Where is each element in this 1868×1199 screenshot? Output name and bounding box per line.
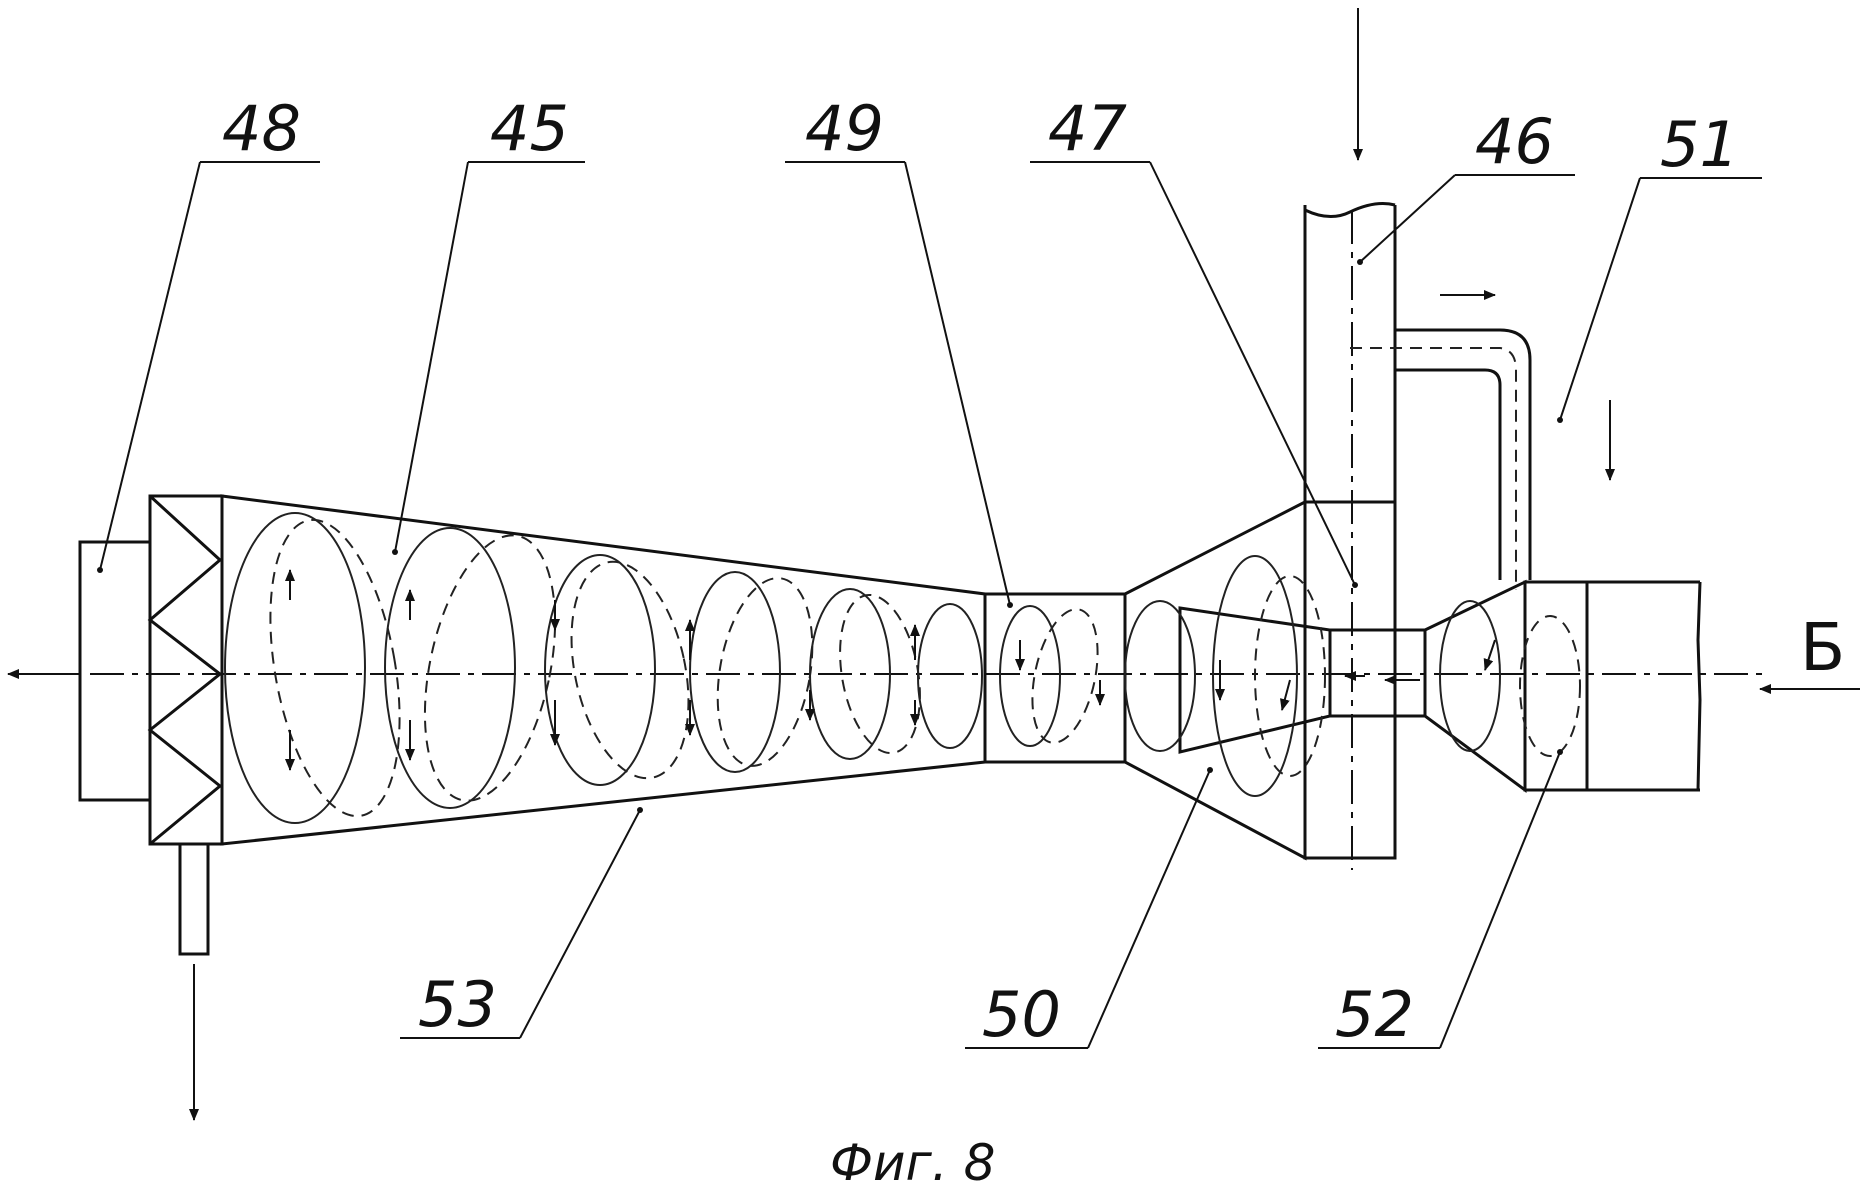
- leader-46: 46: [1357, 105, 1575, 265]
- label-48: 48: [222, 92, 301, 165]
- vortex-flow-lines: [224, 512, 1581, 824]
- leader-45: 45: [392, 92, 585, 555]
- flow-direction-arrows: [285, 569, 1496, 771]
- label-49: 49: [805, 92, 884, 165]
- label-52: 52: [1335, 978, 1414, 1051]
- drain-pipe: [178, 842, 210, 1121]
- sawtooth-section: [147, 494, 224, 846]
- label-51: 51: [1660, 108, 1739, 181]
- diffuser-cone-50: [1123, 499, 1307, 861]
- leader-47: 47: [1030, 92, 1358, 588]
- leader-53: 53: [400, 807, 643, 1041]
- vertical-pipe-47: [1303, 202, 1397, 870]
- label-45: 45: [490, 92, 569, 165]
- leader-48: 48: [97, 92, 320, 573]
- label-50: 50: [982, 978, 1061, 1051]
- leader-49: 49: [785, 92, 1013, 608]
- label-46: 46: [1475, 105, 1554, 178]
- label-47: 47: [1048, 92, 1127, 165]
- bypass-tube-51: [1350, 290, 1615, 590]
- leader-50: 50: [965, 767, 1213, 1051]
- leader-51: 51: [1557, 108, 1762, 423]
- figure-caption: Фиг. 8: [830, 1134, 995, 1192]
- inlet-block-52: [1423, 579, 1702, 793]
- label-53: 53: [418, 968, 497, 1041]
- leader-52: 52: [1318, 749, 1563, 1051]
- throat-section-49: [983, 592, 1127, 764]
- view-label-b: Б: [1800, 609, 1845, 686]
- outlet-block-48: [78, 540, 152, 802]
